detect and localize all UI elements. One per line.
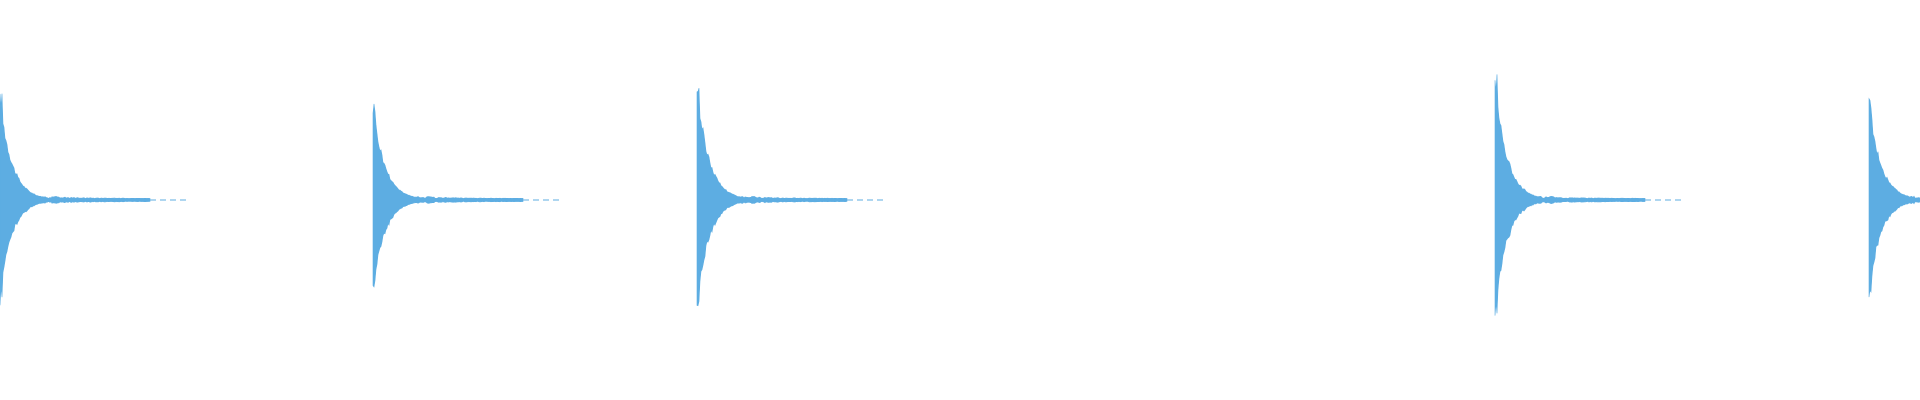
transient-2 [372, 103, 563, 288]
transient-3 [696, 88, 887, 307]
transient-4 [1494, 74, 1685, 316]
transient-5 [1868, 97, 1920, 298]
transient-3-envelope [696, 88, 848, 307]
transient-4-envelope [1494, 74, 1646, 316]
transient-2-envelope [372, 103, 524, 288]
transients-layer [0, 74, 1920, 316]
transient-1-envelope [0, 93, 151, 306]
transient-1 [0, 93, 190, 306]
transient-5-envelope [1868, 97, 1920, 298]
